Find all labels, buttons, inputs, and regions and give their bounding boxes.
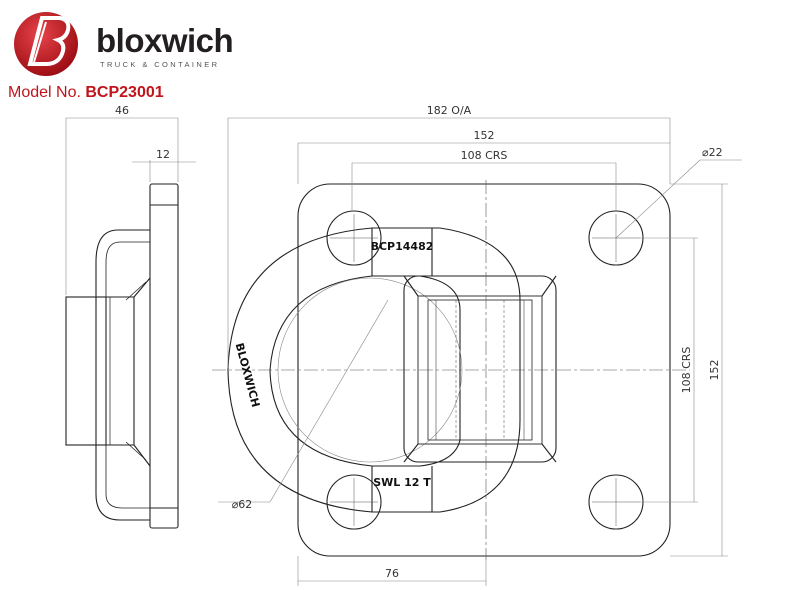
dim-hole-crs-vertical: 108 CRS: [680, 347, 693, 394]
front-view: [212, 180, 690, 560]
brand-logo: bloxwich TRUCK & CONTAINER: [12, 8, 234, 80]
side-view: [65, 117, 196, 529]
dim-plate-height: 152: [708, 360, 721, 381]
dim-side-width: 46: [115, 104, 129, 117]
ring-part-code: BCP14482: [371, 240, 434, 253]
ring-swl-label: SWL 12 T: [373, 476, 431, 489]
ring-brand-mark: BLOXWICH: [233, 342, 263, 409]
dim-plate-width: 152: [474, 129, 495, 142]
model-label: Model No.: [8, 84, 81, 101]
model-number-line: Model No. BCP23001: [8, 84, 164, 102]
brand-name: bloxwich: [96, 22, 234, 59]
bloxwich-emblem-icon: [14, 12, 78, 76]
model-number: BCP23001: [85, 84, 164, 101]
dim-ring-diameter: ⌀62: [232, 498, 253, 511]
dim-hole-crs-horizontal: 108 CRS: [461, 149, 508, 162]
dim-hole-diameter: ⌀22: [702, 146, 723, 159]
brand-tagline: TRUCK & CONTAINER: [100, 60, 220, 69]
dim-side-plate: 12: [156, 148, 170, 161]
dimension-lines: [218, 117, 742, 586]
dim-ring-offset: 76: [385, 567, 399, 580]
dim-overall: 182 O/A: [427, 104, 472, 117]
